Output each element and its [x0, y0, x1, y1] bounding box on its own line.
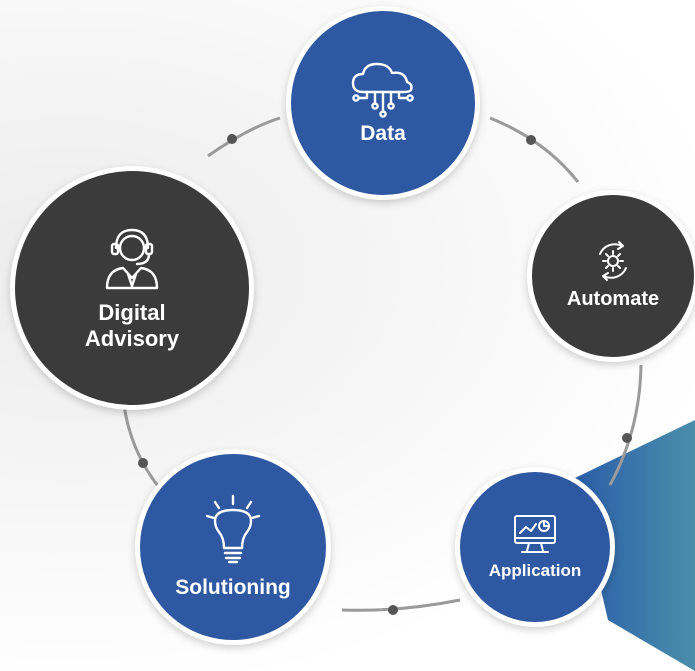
- connector-automate-application: [608, 364, 643, 486]
- connector-dot: [388, 605, 398, 615]
- connector-dot: [138, 458, 148, 468]
- headset-agent-icon: [105, 228, 159, 290]
- node-label: Data: [360, 121, 406, 145]
- monitor-dashboard-icon: [514, 514, 556, 553]
- connector-application-solutioning: [341, 598, 461, 612]
- connector-dot: [526, 135, 536, 145]
- callout-pointer: [575, 420, 695, 671]
- node-label: Digital Advisory: [84, 300, 180, 351]
- node-solutioning[interactable]: Solutioning: [135, 449, 331, 645]
- connector-dot: [622, 433, 632, 443]
- node-label: Solutioning: [175, 575, 291, 599]
- node-application[interactable]: Application: [455, 467, 615, 627]
- node-label: Application: [488, 560, 582, 580]
- node-label: Automate: [566, 288, 660, 311]
- cloud-network-icon: [351, 62, 414, 118]
- node-data[interactable]: Data: [286, 6, 480, 200]
- lightbulb-icon: [205, 494, 261, 563]
- connector-dot: [227, 134, 237, 144]
- node-digital-advisory[interactable]: Digital Advisory: [10, 166, 254, 410]
- node-automate[interactable]: Automate: [527, 190, 695, 362]
- gear-cycle-icon: [599, 241, 627, 282]
- connector-data-automate: [489, 116, 580, 183]
- connector-advisory-data: [207, 116, 281, 158]
